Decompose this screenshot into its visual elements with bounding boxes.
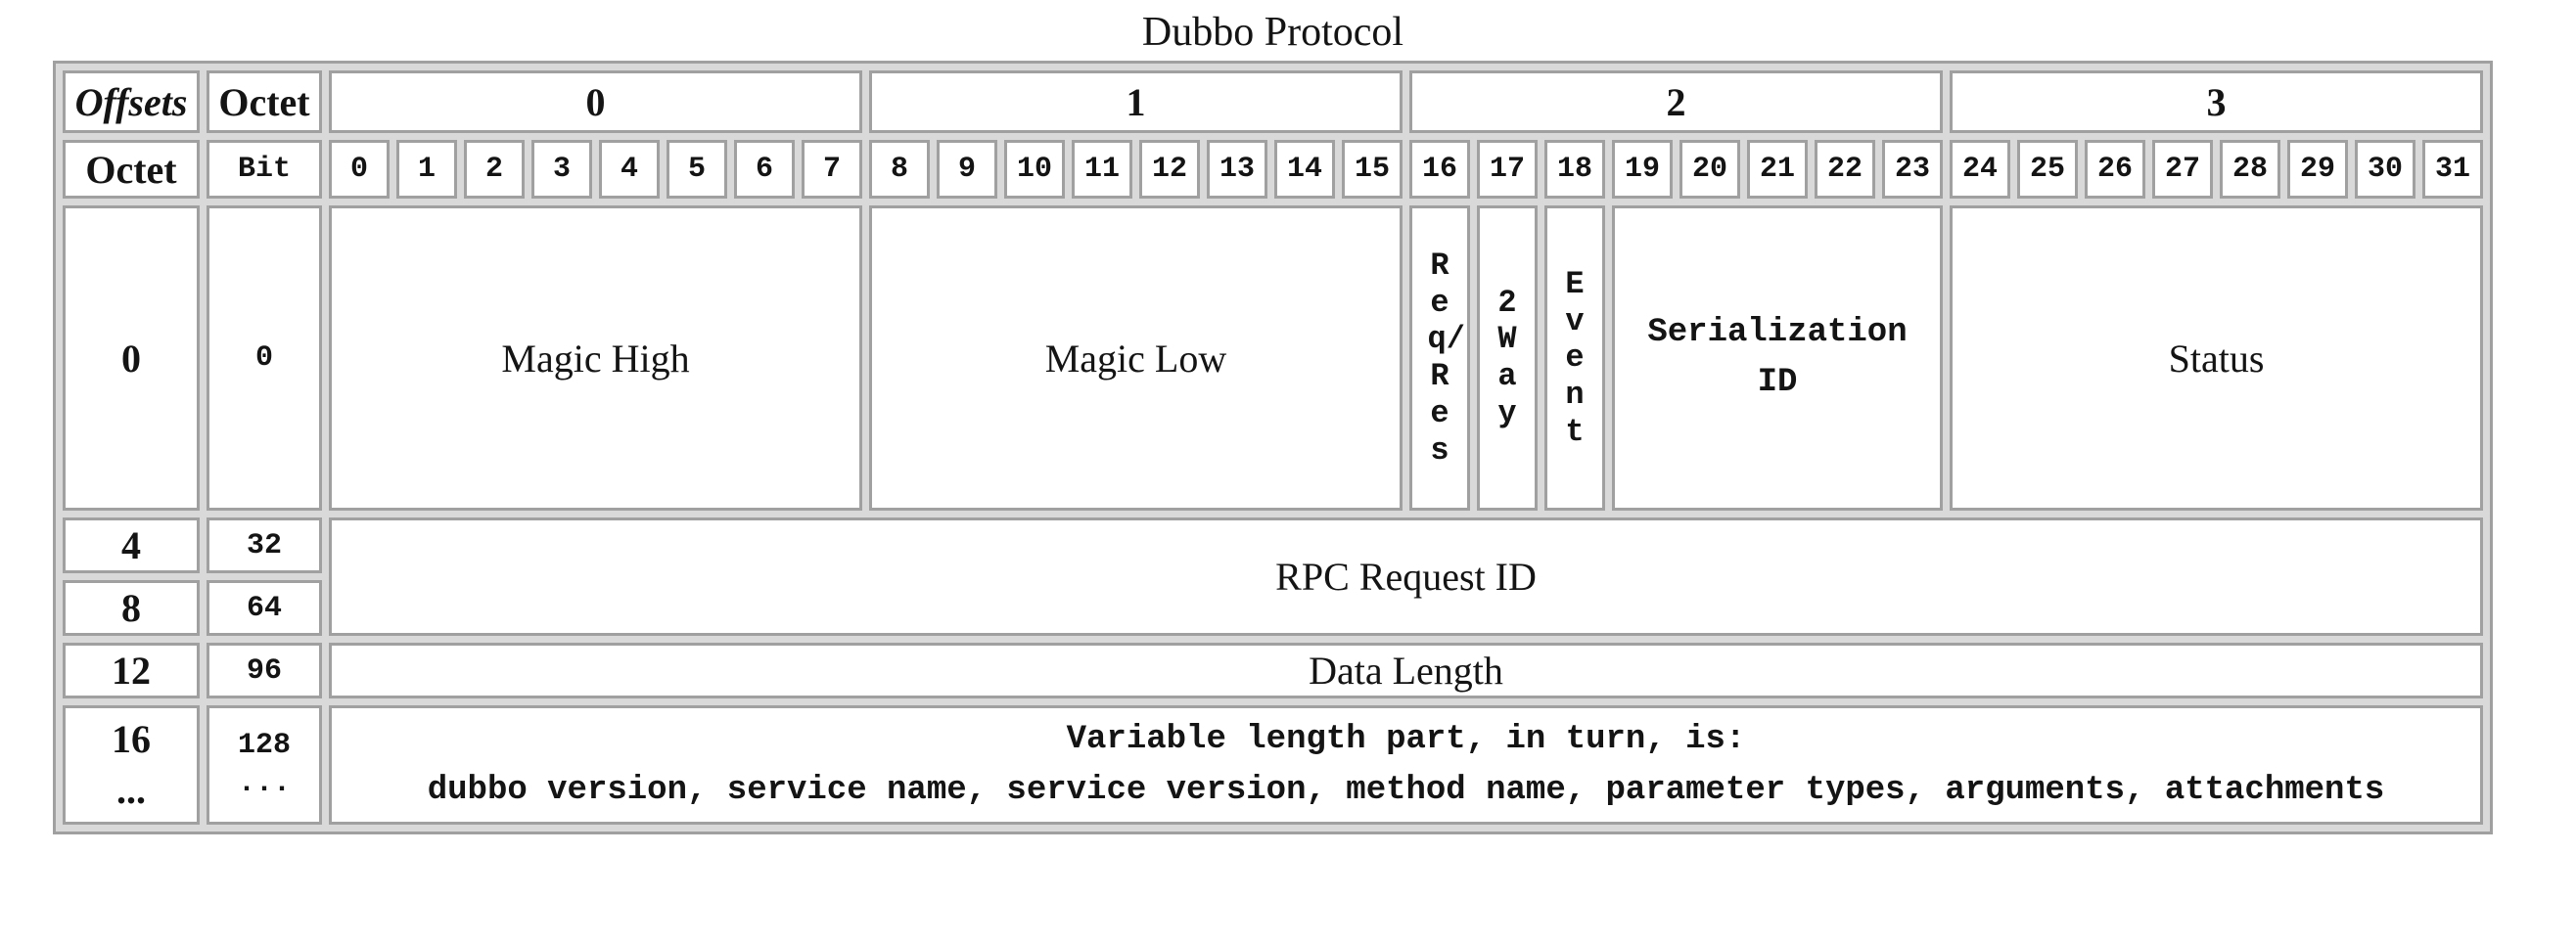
req-res-vertical-text: Req/Res — [1427, 247, 1465, 469]
octet-top-label: Octet — [207, 70, 322, 134]
bit-offset-128-value: 128 — [237, 729, 291, 763]
octet-header-row: Offsets Octet 0 1 2 3 — [63, 70, 2483, 134]
octet-column-header-2: 2 — [1409, 70, 1943, 134]
offsets-label: Offsets — [63, 70, 200, 134]
field-data-length: Data Length — [329, 643, 2483, 699]
bit-number-cell: 16 — [1409, 140, 1470, 200]
bit-offset-64: 64 — [207, 580, 322, 637]
field-2way: 2Way — [1477, 205, 1538, 512]
bit-number-cell: 9 — [937, 140, 997, 200]
bit-number-cell: 12 — [1139, 140, 1200, 200]
bit-number-cell: 0 — [329, 140, 390, 200]
bit-number-cell: 3 — [531, 140, 592, 200]
bit-number-cell: 13 — [1207, 140, 1267, 200]
bit-header-row: Octet Bit 0 1 2 3 4 5 6 7 8 9 10 11 12 1… — [63, 140, 2483, 200]
event-vertical-text: Event — [1565, 265, 1585, 450]
octet-offset-16-value: 16 — [112, 717, 151, 762]
bit-number-cell: 28 — [2220, 140, 2280, 200]
bit-number-cell: 19 — [1612, 140, 1673, 200]
field-event: Event — [1544, 205, 1605, 512]
bit-number-cell: 27 — [2152, 140, 2213, 200]
bit-offset-128: 128 ... — [207, 705, 322, 826]
octet-offset-ellipsis: ... — [116, 768, 146, 813]
octet-column-header-3: 3 — [1950, 70, 2483, 134]
octet-column-header-0: 0 — [329, 70, 862, 134]
octet-offset-4: 4 — [63, 517, 200, 574]
serialization-id-text: Serialization ID — [1647, 314, 1908, 402]
bit-number-cell: 8 — [869, 140, 930, 200]
bit-offset-ellipsis: ... — [237, 767, 291, 801]
octet-offset-12: 12 — [63, 643, 200, 699]
row-octet-4: 4 32 RPC Request ID — [63, 517, 2483, 637]
bit-number-cell: 29 — [2287, 140, 2348, 200]
bit-number-cell: 5 — [667, 140, 727, 200]
octet-offset-0: 0 — [63, 205, 200, 512]
variable-part-line2: dubbo version, service name, service ver… — [427, 772, 2385, 810]
row-octet-12: 12 96 Data Length — [63, 643, 2483, 699]
bit-number-cell: 11 — [1072, 140, 1132, 200]
bit-number-cell: 10 — [1004, 140, 1065, 200]
field-rpc-request-id: RPC Request ID — [329, 517, 2483, 637]
field-variable-length-part: Variable length part, in turn, is: dubbo… — [329, 705, 2483, 826]
2way-vertical-text: 2Way — [1497, 284, 1517, 431]
field-status: Status — [1950, 205, 2483, 512]
bit-number-cell: 21 — [1747, 140, 1808, 200]
field-serialization-id: Serialization ID — [1612, 205, 1943, 512]
bit-offset-0: 0 — [207, 205, 322, 512]
variable-part-line1: Variable length part, in turn, is: — [1066, 720, 1746, 758]
bit-number-cell: 4 — [599, 140, 660, 200]
octet-left-label: Octet — [63, 140, 200, 200]
bit-number-cell: 14 — [1274, 140, 1335, 200]
bit-offset-96: 96 — [207, 643, 322, 699]
bit-number-cell: 6 — [734, 140, 795, 200]
octet-offset-16: 16 ... — [63, 705, 200, 826]
diagram-title: Dubbo Protocol — [1141, 10, 1404, 55]
bit-label: Bit — [207, 140, 322, 200]
field-magic-low: Magic Low — [869, 205, 1403, 512]
bit-number-cell: 24 — [1950, 140, 2010, 200]
octet-column-header-1: 1 — [869, 70, 1403, 134]
bit-number-cell: 15 — [1342, 140, 1403, 200]
bit-number-cell: 18 — [1544, 140, 1605, 200]
bit-number-cell: 17 — [1477, 140, 1538, 200]
row-octet-16: 16 ... 128 ... Variable length part, in … — [63, 705, 2483, 826]
bit-number-cell: 1 — [396, 140, 457, 200]
dubbo-protocol-table: Offsets Octet 0 1 2 3 Octet Bit 0 1 2 3 … — [53, 61, 2493, 835]
row-octet-8: 8 64 — [63, 580, 2483, 637]
field-magic-high: Magic High — [329, 205, 862, 512]
bit-number-cell: 30 — [2355, 140, 2415, 200]
bit-number-cell: 31 — [2422, 140, 2483, 200]
bit-number-cell: 25 — [2017, 140, 2078, 200]
bit-number-cell: 26 — [2085, 140, 2145, 200]
field-req-res: Req/Res — [1409, 205, 1470, 512]
bit-number-cell: 20 — [1679, 140, 1740, 200]
bit-number-cell: 23 — [1882, 140, 1943, 200]
bit-number-cell: 22 — [1815, 140, 1875, 200]
bit-number-cell: 2 — [464, 140, 525, 200]
bit-number-cell: 7 — [802, 140, 862, 200]
bit-offset-32: 32 — [207, 517, 322, 574]
row-octet-0: 0 0 Magic High Magic Low Req/Res 2Way Ev… — [63, 205, 2483, 512]
octet-offset-8: 8 — [63, 580, 200, 637]
